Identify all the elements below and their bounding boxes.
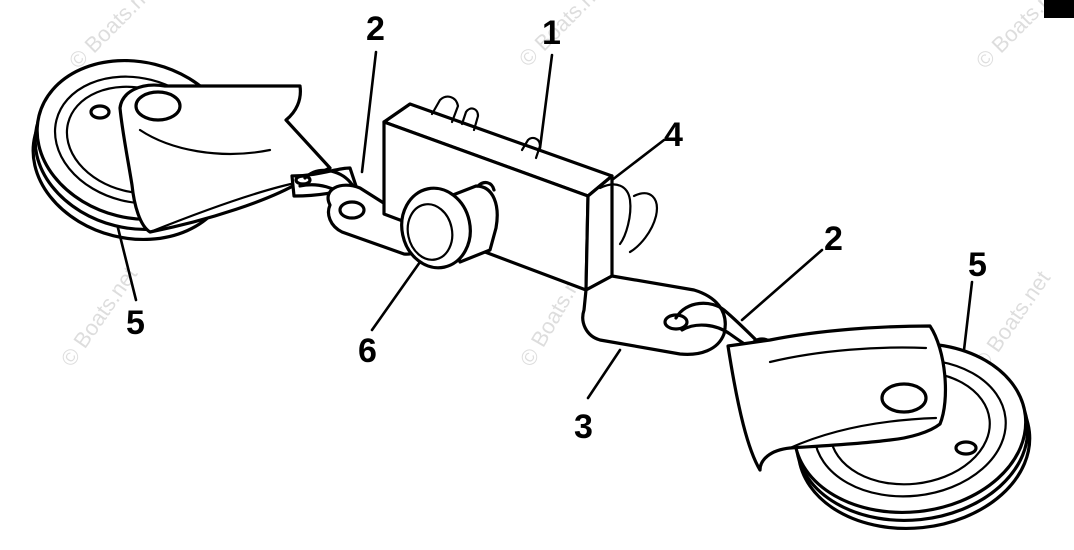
leader-5-left: [116, 226, 138, 302]
watermark-top-center: © Boats.net: [514, 0, 613, 72]
part-label-5-right: 5: [968, 246, 987, 284]
leader-1: [538, 53, 554, 150]
leader-3: [586, 348, 622, 400]
part-label-2-right: 2: [824, 220, 843, 258]
leader-2-left: [360, 50, 378, 174]
right-strap: [726, 324, 948, 472]
leader-5-right: [962, 280, 974, 352]
part-label-5-left: 5: [126, 304, 145, 342]
corner-tab: [1044, 0, 1074, 18]
knob: [400, 180, 499, 270]
part-label-1: 1: [542, 14, 561, 52]
part-label-6: 6: [358, 332, 377, 370]
part-label-2-left: 2: [366, 10, 385, 48]
leader-2-right: [740, 248, 824, 322]
part-label-4: 4: [664, 116, 683, 154]
part-label-3: 3: [574, 408, 593, 446]
leader-4: [610, 138, 666, 182]
left-strap: [118, 83, 358, 234]
leader-lines: [116, 50, 974, 400]
part-labels: 1 2 4 2 5 5 6 3: [126, 10, 987, 446]
leader-6: [370, 260, 422, 332]
